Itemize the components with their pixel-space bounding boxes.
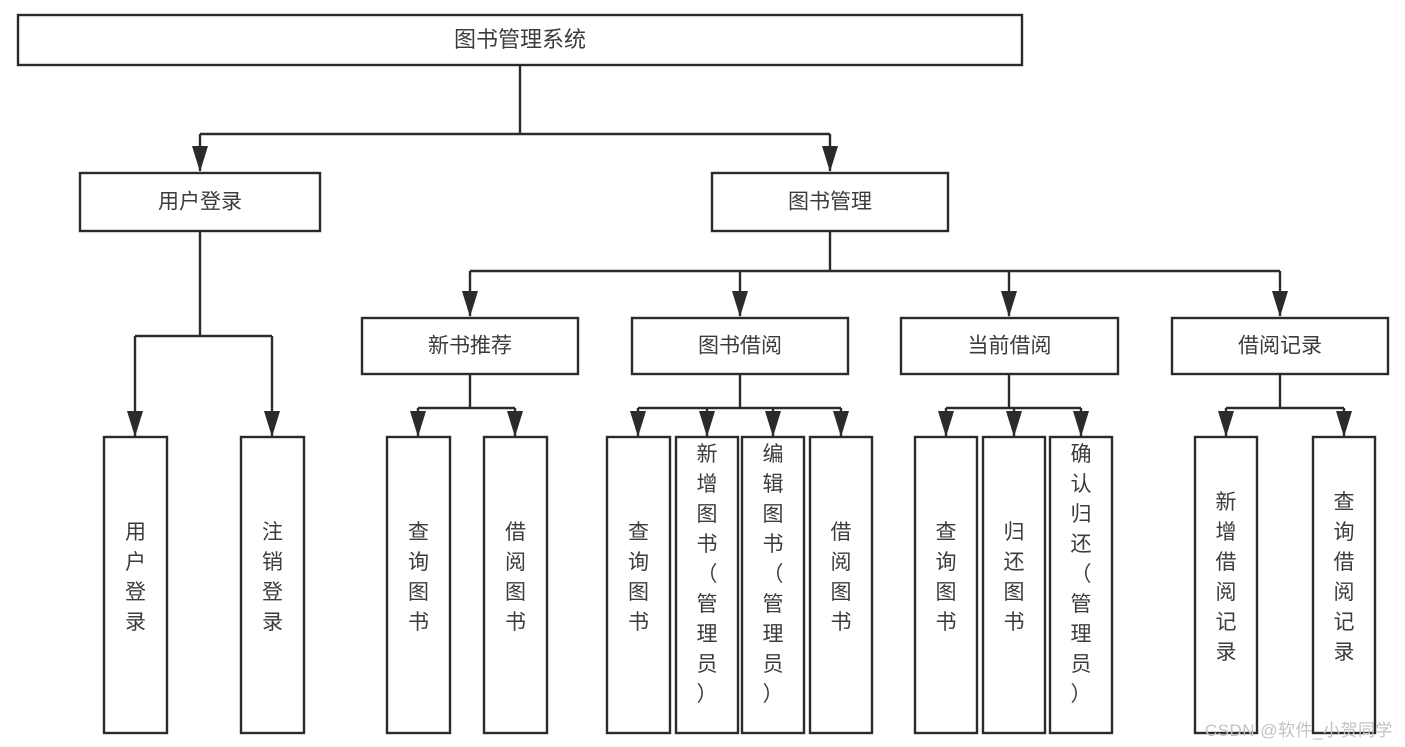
- nodes-layer: 图书管理系统用户登录图书管理新书推荐图书借阅当前借阅借阅记录用户登录注销登录查询…: [16, 13, 1390, 735]
- level3-node-3[interactable]: 借阅记录: [1170, 316, 1390, 376]
- leaf-node-0-label: 用户登录: [125, 521, 146, 634]
- leaf-node-8-box[interactable]: [913, 435, 979, 735]
- leaf-node-6[interactable]: 编辑图书（管理员）: [740, 435, 806, 735]
- level3-node-3-box[interactable]: [1170, 316, 1390, 376]
- edges-layer: [127, 65, 1352, 437]
- leaf-node-7-box[interactable]: [808, 435, 874, 735]
- leaf-node-12-label: 查询借阅记录: [1334, 491, 1355, 664]
- leaf-node-9[interactable]: 归还图书: [981, 435, 1047, 735]
- leaf-node-6-box[interactable]: [740, 435, 806, 735]
- leaf-node-7[interactable]: 借阅图书: [808, 435, 874, 735]
- leaf-node-1[interactable]: 注销登录: [239, 435, 306, 735]
- leaf-node-7-label: 借阅图书: [831, 521, 852, 634]
- leaf-node-1-label: 注销登录: [262, 521, 283, 634]
- arrow-head-icon-user-1: [264, 411, 280, 437]
- level3-node-1-box[interactable]: [630, 316, 850, 376]
- level2-node-0-box[interactable]: [78, 171, 322, 233]
- arrow-head-icon-group-2-1: [1006, 411, 1022, 437]
- arrow-head-icon-book-2: [1001, 291, 1017, 317]
- level2-node-1[interactable]: 图书管理: [710, 171, 950, 233]
- level3-node-2[interactable]: 当前借阅: [899, 316, 1120, 376]
- level3-node-0-box[interactable]: [360, 316, 580, 376]
- leaf-node-11-box[interactable]: [1193, 435, 1259, 735]
- leaf-node-2-label: 查询图书: [408, 521, 429, 634]
- arrow-head-icon-group-2-2: [1073, 411, 1089, 437]
- level3-node-2-box[interactable]: [899, 316, 1120, 376]
- arrow-head-icon-group-1-0: [630, 411, 646, 437]
- leaf-node-1-box[interactable]: [239, 435, 306, 735]
- leaf-node-2[interactable]: 查询图书: [385, 435, 452, 735]
- level3-node-2-label: 当前借阅: [968, 335, 1052, 358]
- level3-node-1[interactable]: 图书借阅: [630, 316, 850, 376]
- arrow-head-icon-user-0: [127, 411, 143, 437]
- leaf-node-3-box[interactable]: [482, 435, 549, 735]
- leaf-node-5-label: 新增图书（管理员）: [697, 443, 718, 706]
- leaf-node-12-box[interactable]: [1311, 435, 1377, 735]
- csdn-watermark: CSDN @软件_小贺同学: [1204, 721, 1393, 740]
- arrow-head-icon-group-1-1: [699, 411, 715, 437]
- leaf-node-10[interactable]: 确认归还（管理员）: [1048, 435, 1114, 735]
- leaf-node-6-label: 编辑图书（管理员）: [763, 443, 784, 706]
- level2-node-0[interactable]: 用户登录: [78, 171, 322, 233]
- leaf-node-2-box[interactable]: [385, 435, 452, 735]
- leaf-node-9-label: 归还图书: [1004, 521, 1025, 634]
- leaf-node-0-box[interactable]: [102, 435, 169, 735]
- leaf-node-4-box[interactable]: [605, 435, 672, 735]
- leaf-node-11[interactable]: 新增借阅记录: [1193, 435, 1259, 735]
- leaf-node-10-box[interactable]: [1048, 435, 1114, 735]
- arrow-head-icon-group-3-1: [1336, 411, 1352, 437]
- leaf-node-5-box[interactable]: [674, 435, 740, 735]
- arrow-head-icon-group-1-3: [833, 411, 849, 437]
- arrow-head-icon-group-0-0: [410, 411, 426, 437]
- leaf-node-11-label: 新增借阅记录: [1216, 491, 1237, 664]
- root-node-图书管理系统-label: 图书管理系统: [454, 27, 586, 52]
- level2-node-1-label: 图书管理: [788, 191, 872, 214]
- arrow-head-icon-group-2-0: [938, 411, 954, 437]
- level3-node-0-label: 新书推荐: [428, 335, 512, 358]
- level2-node-1-box[interactable]: [710, 171, 950, 233]
- leaf-node-8[interactable]: 查询图书: [913, 435, 979, 735]
- leaf-node-4[interactable]: 查询图书: [605, 435, 672, 735]
- leaf-node-4-label: 查询图书: [628, 521, 649, 634]
- level3-node-1-label: 图书借阅: [698, 335, 782, 358]
- leaf-node-3[interactable]: 借阅图书: [482, 435, 549, 735]
- arrow-head-icon-root-1: [822, 146, 838, 172]
- arrow-head-icon-group-0-1: [507, 411, 523, 437]
- level2-node-0-label: 用户登录: [158, 191, 242, 214]
- leaf-node-8-label: 查询图书: [936, 521, 957, 634]
- leaf-node-5[interactable]: 新增图书（管理员）: [674, 435, 740, 735]
- root-node-图书管理系统[interactable]: 图书管理系统: [16, 13, 1024, 67]
- leaf-node-12[interactable]: 查询借阅记录: [1311, 435, 1377, 735]
- leaf-node-10-label: 确认归还（管理员）: [1071, 443, 1092, 706]
- arrow-head-icon-root-0: [192, 146, 208, 172]
- arrow-head-icon-book-3: [1272, 291, 1288, 317]
- root-node-图书管理系统-box[interactable]: [16, 13, 1024, 67]
- leaf-node-9-box[interactable]: [981, 435, 1047, 735]
- arrow-head-icon-book-0: [462, 291, 478, 317]
- leaf-node-3-label: 借阅图书: [505, 521, 526, 634]
- leaf-node-0[interactable]: 用户登录: [102, 435, 169, 735]
- level3-node-3-label: 借阅记录: [1238, 335, 1322, 358]
- arrow-head-icon-group-1-2: [765, 411, 781, 437]
- arrow-head-icon-group-3-0: [1218, 411, 1234, 437]
- level3-node-0[interactable]: 新书推荐: [360, 316, 580, 376]
- arrow-head-icon-book-1: [732, 291, 748, 317]
